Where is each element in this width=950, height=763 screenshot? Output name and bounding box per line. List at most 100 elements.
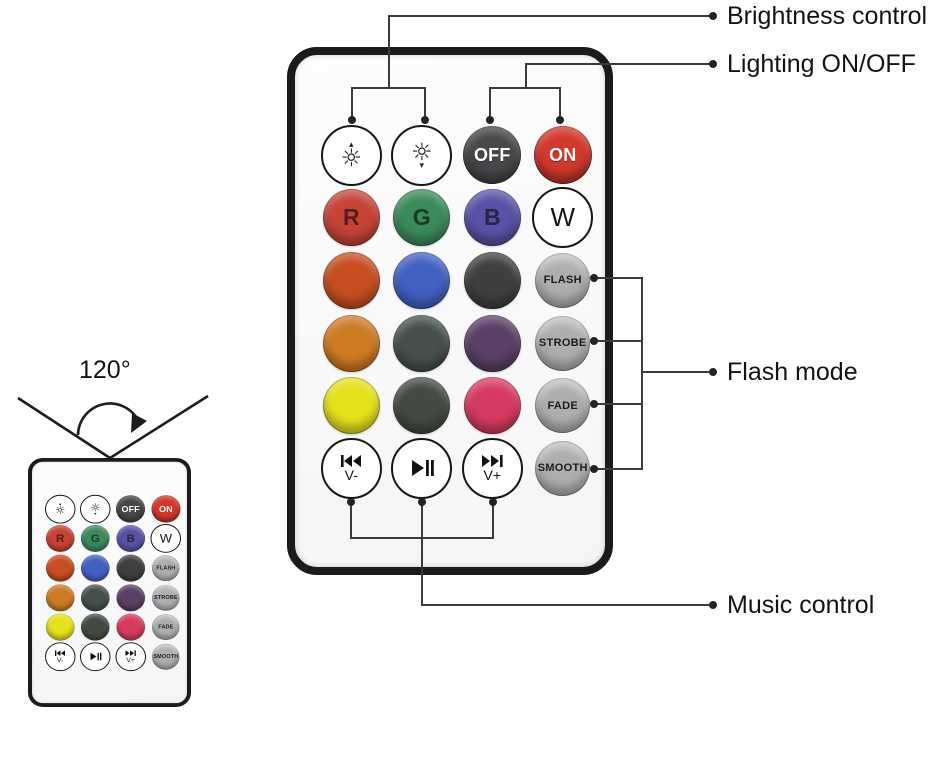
- skip-back-icon: [341, 455, 362, 468]
- callout-line: [424, 87, 426, 118]
- green-button[interactable]: G: [81, 525, 110, 553]
- flash-button[interactable]: FLASH: [152, 555, 180, 582]
- callout-line: [525, 63, 713, 65]
- callout-dot: [590, 337, 598, 345]
- callout-line: [350, 537, 494, 539]
- callout-dot: [709, 60, 717, 68]
- fade-button[interactable]: FADE: [535, 378, 591, 434]
- red-button[interactable]: R: [322, 189, 380, 247]
- brightness-up-button[interactable]: ▴ ☼: [44, 494, 76, 524]
- callout-line: [559, 87, 561, 118]
- orange-red-button[interactable]: [45, 554, 75, 582]
- callout-dot: [486, 116, 494, 124]
- arrow-up-icon: ▴: [348, 139, 354, 150]
- callout-line: [489, 87, 491, 118]
- label-lighting-on-off: Lighting ON/OFF: [727, 50, 916, 78]
- callout-dot: [590, 465, 598, 473]
- play-pause-icon: [411, 460, 434, 477]
- blue-button[interactable]: B: [463, 189, 521, 247]
- skip-forward-button[interactable]: V+: [461, 437, 523, 499]
- dark-slate-button[interactable]: [393, 314, 451, 372]
- red-label: R: [55, 532, 65, 545]
- sun-icon: ☼: [54, 503, 66, 517]
- play-pause-button[interactable]: [80, 642, 111, 672]
- smooth-button[interactable]: SMOOTH: [152, 643, 180, 670]
- green-label: G: [412, 204, 431, 231]
- rose-button[interactable]: [116, 613, 145, 641]
- volume-down-label: V-: [56, 656, 64, 664]
- dark-gray-button[interactable]: [116, 554, 145, 582]
- skip-back-button[interactable]: V-: [320, 437, 382, 499]
- yellow-button[interactable]: [322, 377, 380, 435]
- angle-value: 120°: [79, 356, 131, 384]
- arrow-up-icon: ▴: [58, 501, 62, 507]
- callout-line: [350, 502, 352, 539]
- label-music-control: Music control: [727, 591, 875, 619]
- callout-dot: [489, 498, 497, 506]
- red-label: R: [342, 204, 360, 231]
- arrow-down-icon: ▾: [419, 160, 425, 171]
- yellow-button[interactable]: [45, 613, 75, 641]
- callout-dot: [590, 400, 598, 408]
- brightness-down-button[interactable]: ☼ ▾: [391, 124, 453, 186]
- dark-slate-button[interactable]: [81, 584, 110, 612]
- volume-down-label: V-: [344, 467, 358, 484]
- dark-olive-button[interactable]: [81, 613, 110, 641]
- callout-line: [421, 502, 423, 606]
- callout-dot: [348, 116, 356, 124]
- skip-back-button[interactable]: V-: [44, 642, 76, 672]
- label-flash-mode: Flash mode: [727, 358, 858, 386]
- white-button[interactable]: W: [532, 187, 594, 249]
- green-button[interactable]: G: [393, 189, 451, 247]
- callout-line: [388, 15, 390, 89]
- blue-label: B: [126, 532, 135, 545]
- white-label: W: [550, 202, 576, 233]
- callout-dot: [590, 274, 598, 282]
- royal-blue-button[interactable]: [393, 251, 451, 309]
- off-button[interactable]: OFF: [463, 126, 522, 185]
- off-button[interactable]: OFF: [116, 495, 146, 523]
- volume-up-label: V+: [126, 656, 135, 664]
- callout-line: [421, 604, 713, 606]
- blue-button[interactable]: B: [116, 525, 145, 553]
- callout-line: [593, 468, 643, 470]
- callout-line: [489, 87, 561, 89]
- white-button[interactable]: W: [150, 524, 182, 553]
- dark-purple-button[interactable]: [116, 584, 145, 612]
- play-pause-button[interactable]: [391, 437, 453, 499]
- on-button[interactable]: ON: [151, 495, 181, 523]
- dark-olive-button[interactable]: [393, 377, 451, 435]
- fade-button[interactable]: FADE: [152, 614, 180, 641]
- callout-line: [525, 63, 527, 89]
- skip-forward-icon: [482, 455, 503, 468]
- skip-forward-icon: [125, 650, 136, 657]
- callout-line: [593, 340, 643, 342]
- beam-angle-annotation: [17, 394, 209, 460]
- callout-line: [492, 502, 494, 539]
- orange-button[interactable]: [322, 314, 380, 372]
- orange-button[interactable]: [45, 584, 75, 612]
- flash-button[interactable]: FLASH: [535, 252, 591, 308]
- skip-forward-button[interactable]: V+: [115, 642, 146, 672]
- orange-red-button[interactable]: [322, 251, 380, 309]
- dark-purple-button[interactable]: [463, 314, 521, 372]
- callout-dot: [347, 498, 355, 506]
- royal-blue-button[interactable]: [81, 554, 110, 582]
- brightness-up-button[interactable]: ▴ ☼: [320, 124, 382, 186]
- red-button[interactable]: R: [45, 525, 75, 553]
- sun-icon: ☼: [89, 500, 101, 515]
- off-label: OFF: [121, 504, 140, 514]
- white-label: W: [159, 531, 173, 546]
- off-label: OFF: [473, 144, 511, 165]
- arrow-down-icon: ▾: [94, 511, 97, 517]
- callout-line: [351, 87, 353, 118]
- on-label: ON: [159, 504, 173, 514]
- rose-button[interactable]: [463, 377, 521, 435]
- dark-gray-button[interactable]: [463, 251, 521, 309]
- on-button[interactable]: ON: [533, 126, 592, 185]
- brightness-down-button[interactable]: ☼ ▾: [80, 494, 111, 524]
- strobe-button[interactable]: STROBE: [152, 584, 180, 611]
- smooth-button[interactable]: SMOOTH: [535, 440, 591, 496]
- strobe-button[interactable]: STROBE: [535, 315, 591, 371]
